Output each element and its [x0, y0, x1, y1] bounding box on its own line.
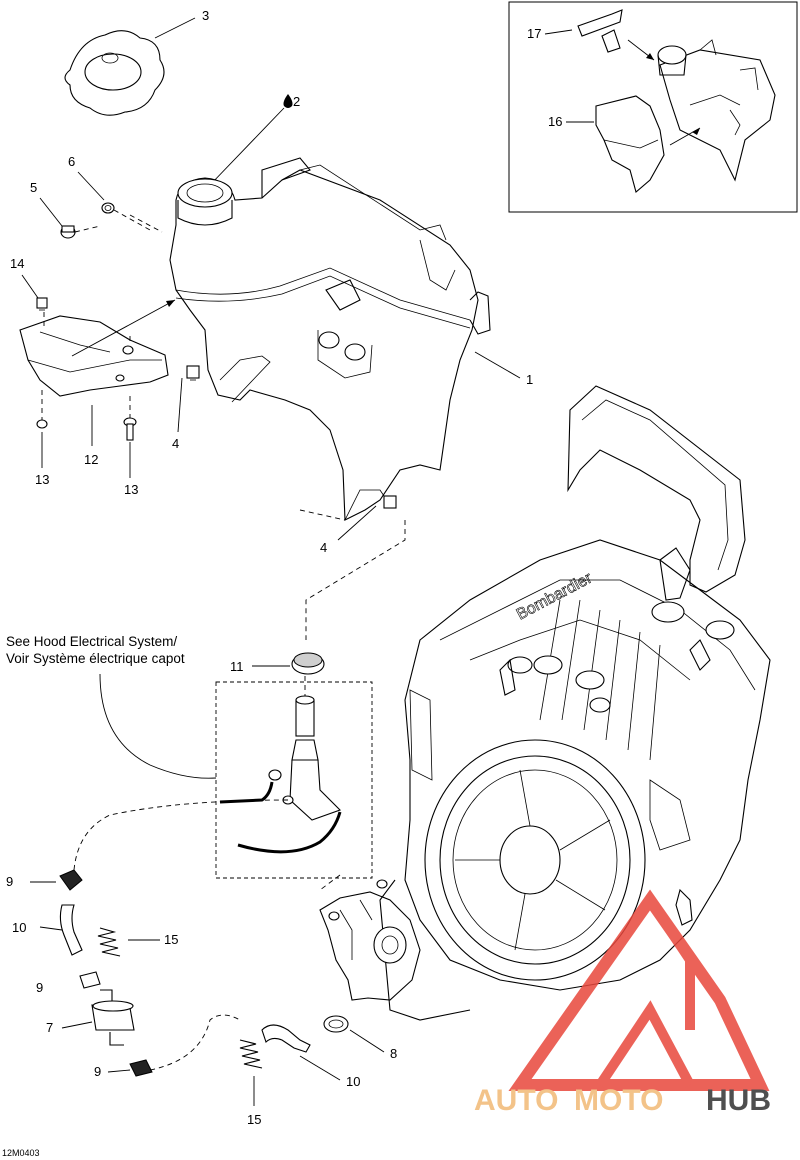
callout-9-mid: 9 [36, 980, 43, 995]
callout-14: 14 [10, 256, 24, 271]
svg-text:Bombardier: Bombardier [514, 569, 596, 623]
callout-4-upper: 4 [172, 436, 179, 451]
grommet-11 [291, 652, 325, 675]
callout-13-right: 13 [124, 482, 138, 497]
callout-1: 1 [526, 372, 533, 387]
nut-4-upper [186, 365, 200, 381]
callout-15-lower: 15 [247, 1112, 261, 1127]
nut-4-lower [383, 495, 397, 509]
callout-15-upper: 15 [164, 932, 178, 947]
callout-9-bottom: 9 [94, 1064, 101, 1079]
inset-sticker-17 [577, 9, 655, 61]
callout-9-top: 9 [6, 874, 13, 889]
callout-6: 6 [68, 154, 75, 169]
fill-cap [64, 17, 196, 116]
filter-7 [91, 989, 135, 1046]
callout-4-lower: 4 [320, 540, 327, 555]
spring-15-upper [97, 927, 121, 957]
screw-5 [60, 225, 76, 239]
callout-10-left: 10 [12, 920, 26, 935]
callout-10-right: 10 [346, 1074, 360, 1089]
callout-13-left: 13 [35, 472, 49, 487]
callout-12: 12 [84, 452, 98, 467]
wordmark-moto: MOTO [574, 1084, 663, 1117]
oil-pump [319, 879, 421, 1001]
callout-16: 16 [548, 114, 562, 129]
callout-11: 11 [230, 659, 244, 674]
callout-17: 17 [527, 26, 541, 41]
callout-3: 3 [202, 8, 209, 23]
figure-code: 12M0403 [2, 1148, 40, 1158]
engine: Bombardier [379, 385, 771, 1021]
oil-drop-icon [283, 94, 293, 108]
automotohub-wordmark: AUTO MOTO HUB [474, 1084, 771, 1117]
spring-15-lower [239, 1039, 263, 1069]
see-hood-note-line1: See Hood Electrical System/ [6, 634, 177, 649]
wordmark-auto: AUTO [474, 1084, 558, 1117]
screw-13-right [123, 396, 137, 441]
clamp-8 [323, 1015, 349, 1033]
nut-14 [36, 297, 48, 311]
automotohub-logo [508, 889, 770, 1091]
callout-7: 7 [46, 1020, 53, 1035]
see-hood-note-line2: Voir Système électrique capot [6, 651, 185, 666]
inset-panel: 17 16 [508, 1, 798, 213]
callout-8: 8 [390, 1046, 397, 1061]
oil-tank [169, 157, 491, 521]
callout-2: 2 [293, 94, 300, 109]
clamp-9-mid [79, 971, 101, 989]
heat-shield-12 [19, 315, 169, 397]
callout-5: 5 [30, 180, 37, 195]
clamp-9-top [59, 869, 83, 891]
screw-13-left [36, 390, 48, 429]
clamp-9-bottom [129, 1059, 153, 1077]
hose-10-right [261, 1024, 311, 1053]
inset-tank [657, 39, 776, 182]
hose-10-left [59, 904, 83, 956]
nut-6 [101, 202, 115, 214]
wordmark-hub: HUB [706, 1084, 771, 1117]
inset-shield-16 [595, 95, 701, 193]
sensor-detail-box [215, 681, 373, 879]
